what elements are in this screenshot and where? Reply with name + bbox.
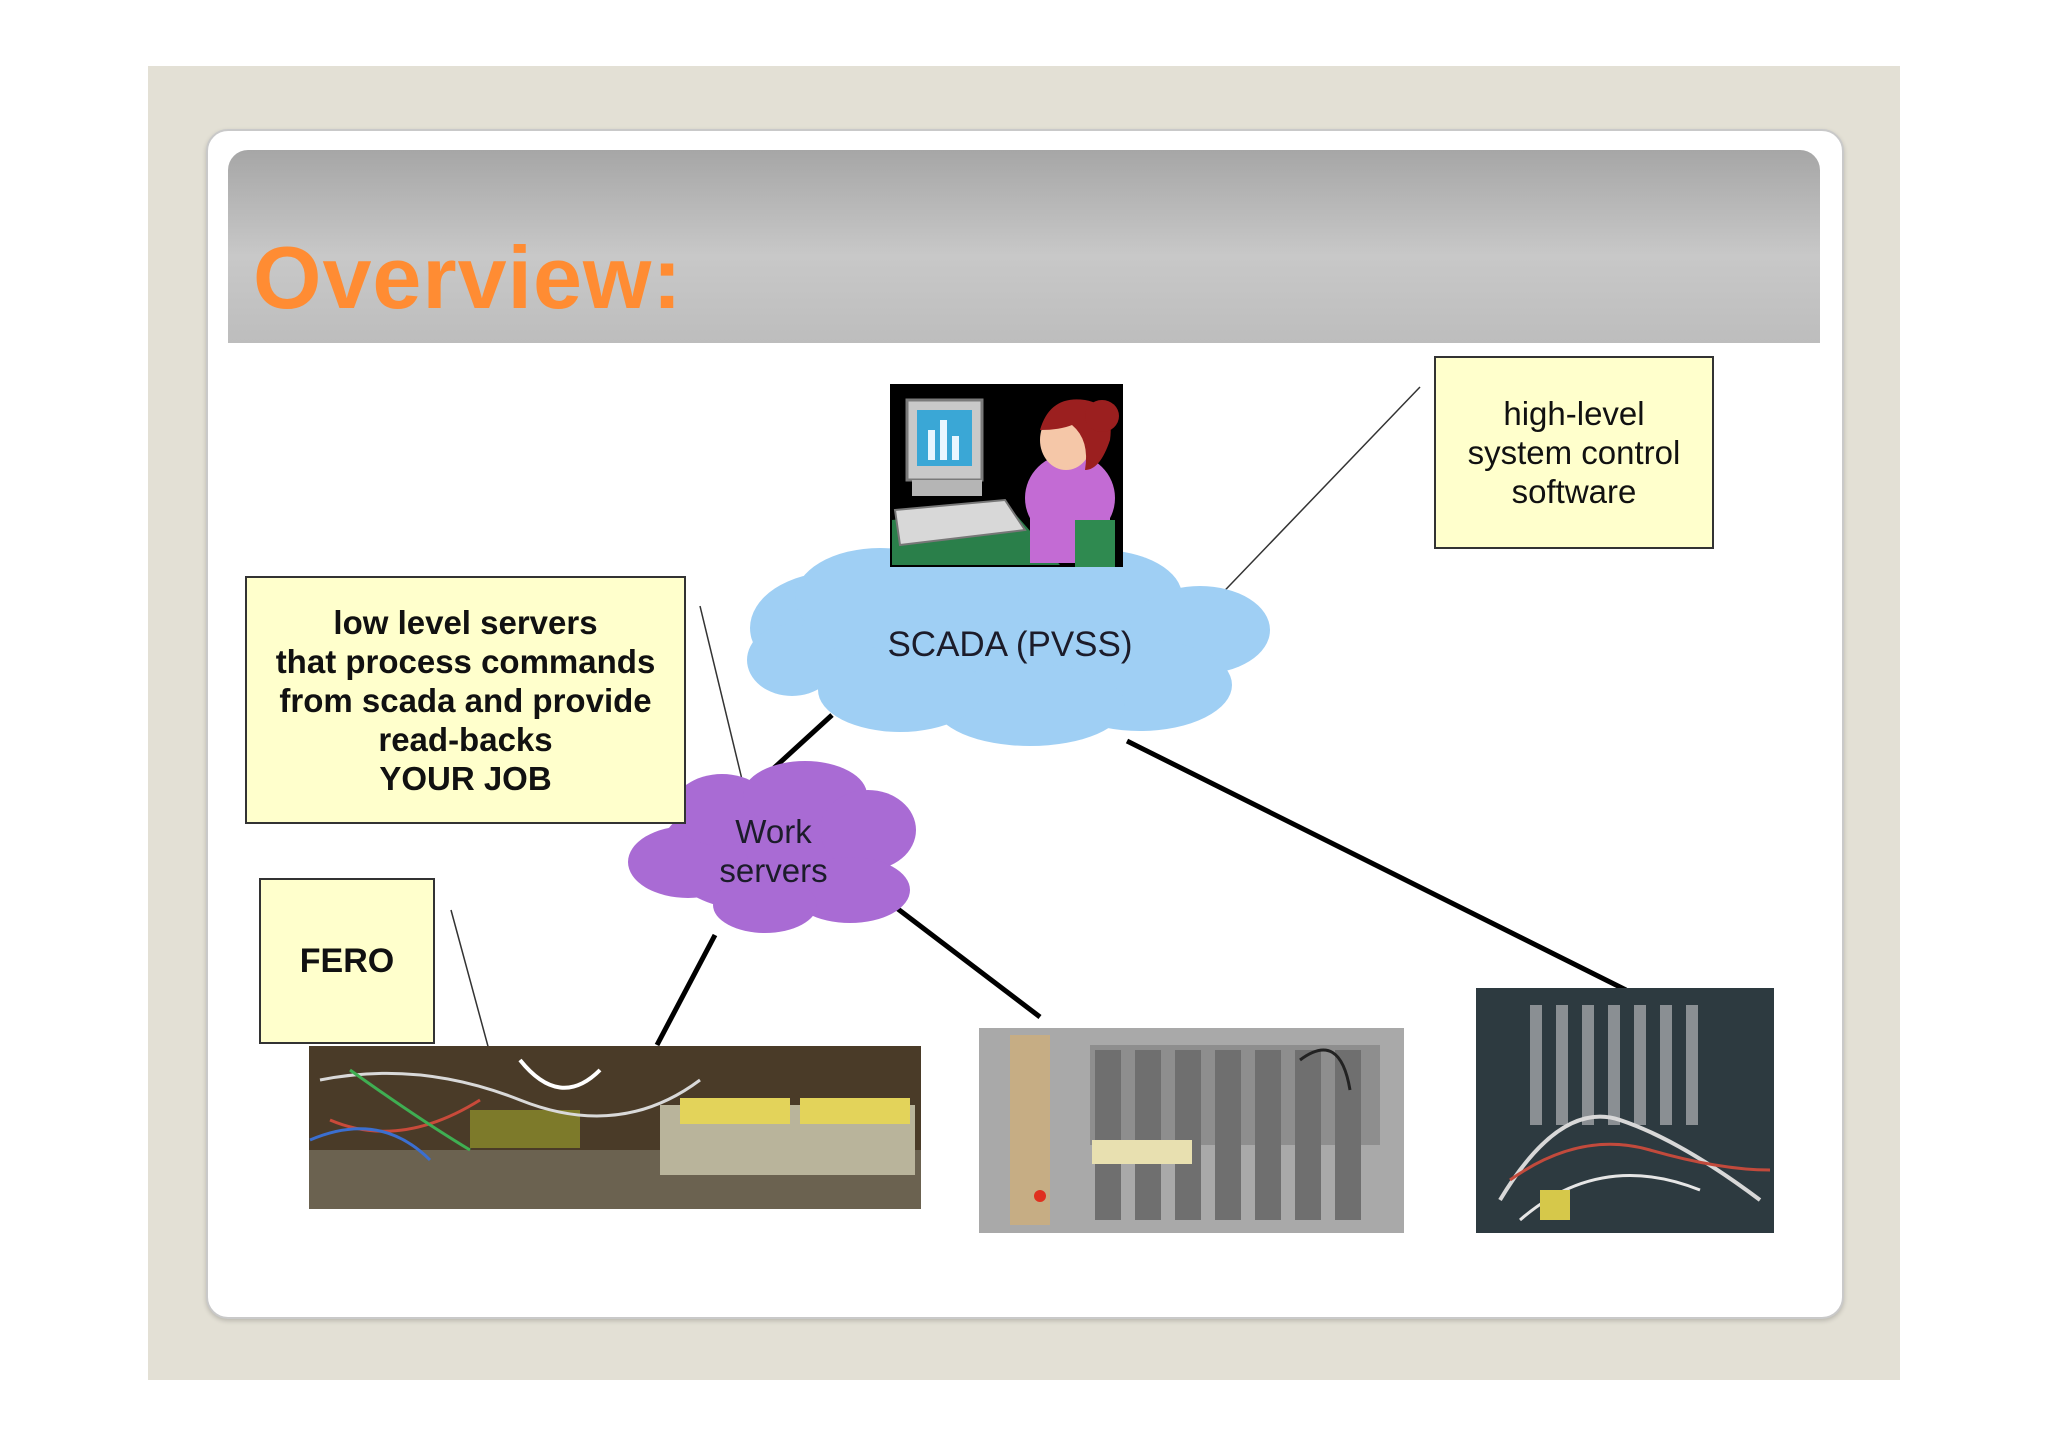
callout-low-level-text: low level servers that process commands … bbox=[276, 603, 656, 798]
fero-electronics-photo bbox=[309, 1046, 921, 1209]
link-work-vme bbox=[894, 906, 1040, 1017]
operator-at-computer-image bbox=[890, 384, 1123, 567]
cabled-crate-photo bbox=[1476, 988, 1774, 1233]
callout-high-level-software: high-level system control software bbox=[1434, 356, 1714, 549]
work-servers-cloud-label: Work servers bbox=[676, 812, 871, 890]
callout-low-level-servers: low level servers that process commands … bbox=[245, 576, 686, 824]
link-work-fero bbox=[657, 935, 715, 1045]
callout-fero-text: FERO bbox=[300, 942, 394, 981]
vme-crate-photo bbox=[979, 1028, 1404, 1233]
pointer-fero bbox=[451, 910, 489, 1050]
callout-high-level-text: high-level system control software bbox=[1468, 394, 1681, 511]
callout-fero: FERO bbox=[259, 878, 435, 1044]
link-scada-crate-right bbox=[1127, 741, 1626, 990]
pointer-low-level bbox=[700, 606, 746, 796]
scada-cloud-label: SCADA (PVSS) bbox=[840, 624, 1180, 666]
link-scada-work bbox=[774, 715, 832, 768]
